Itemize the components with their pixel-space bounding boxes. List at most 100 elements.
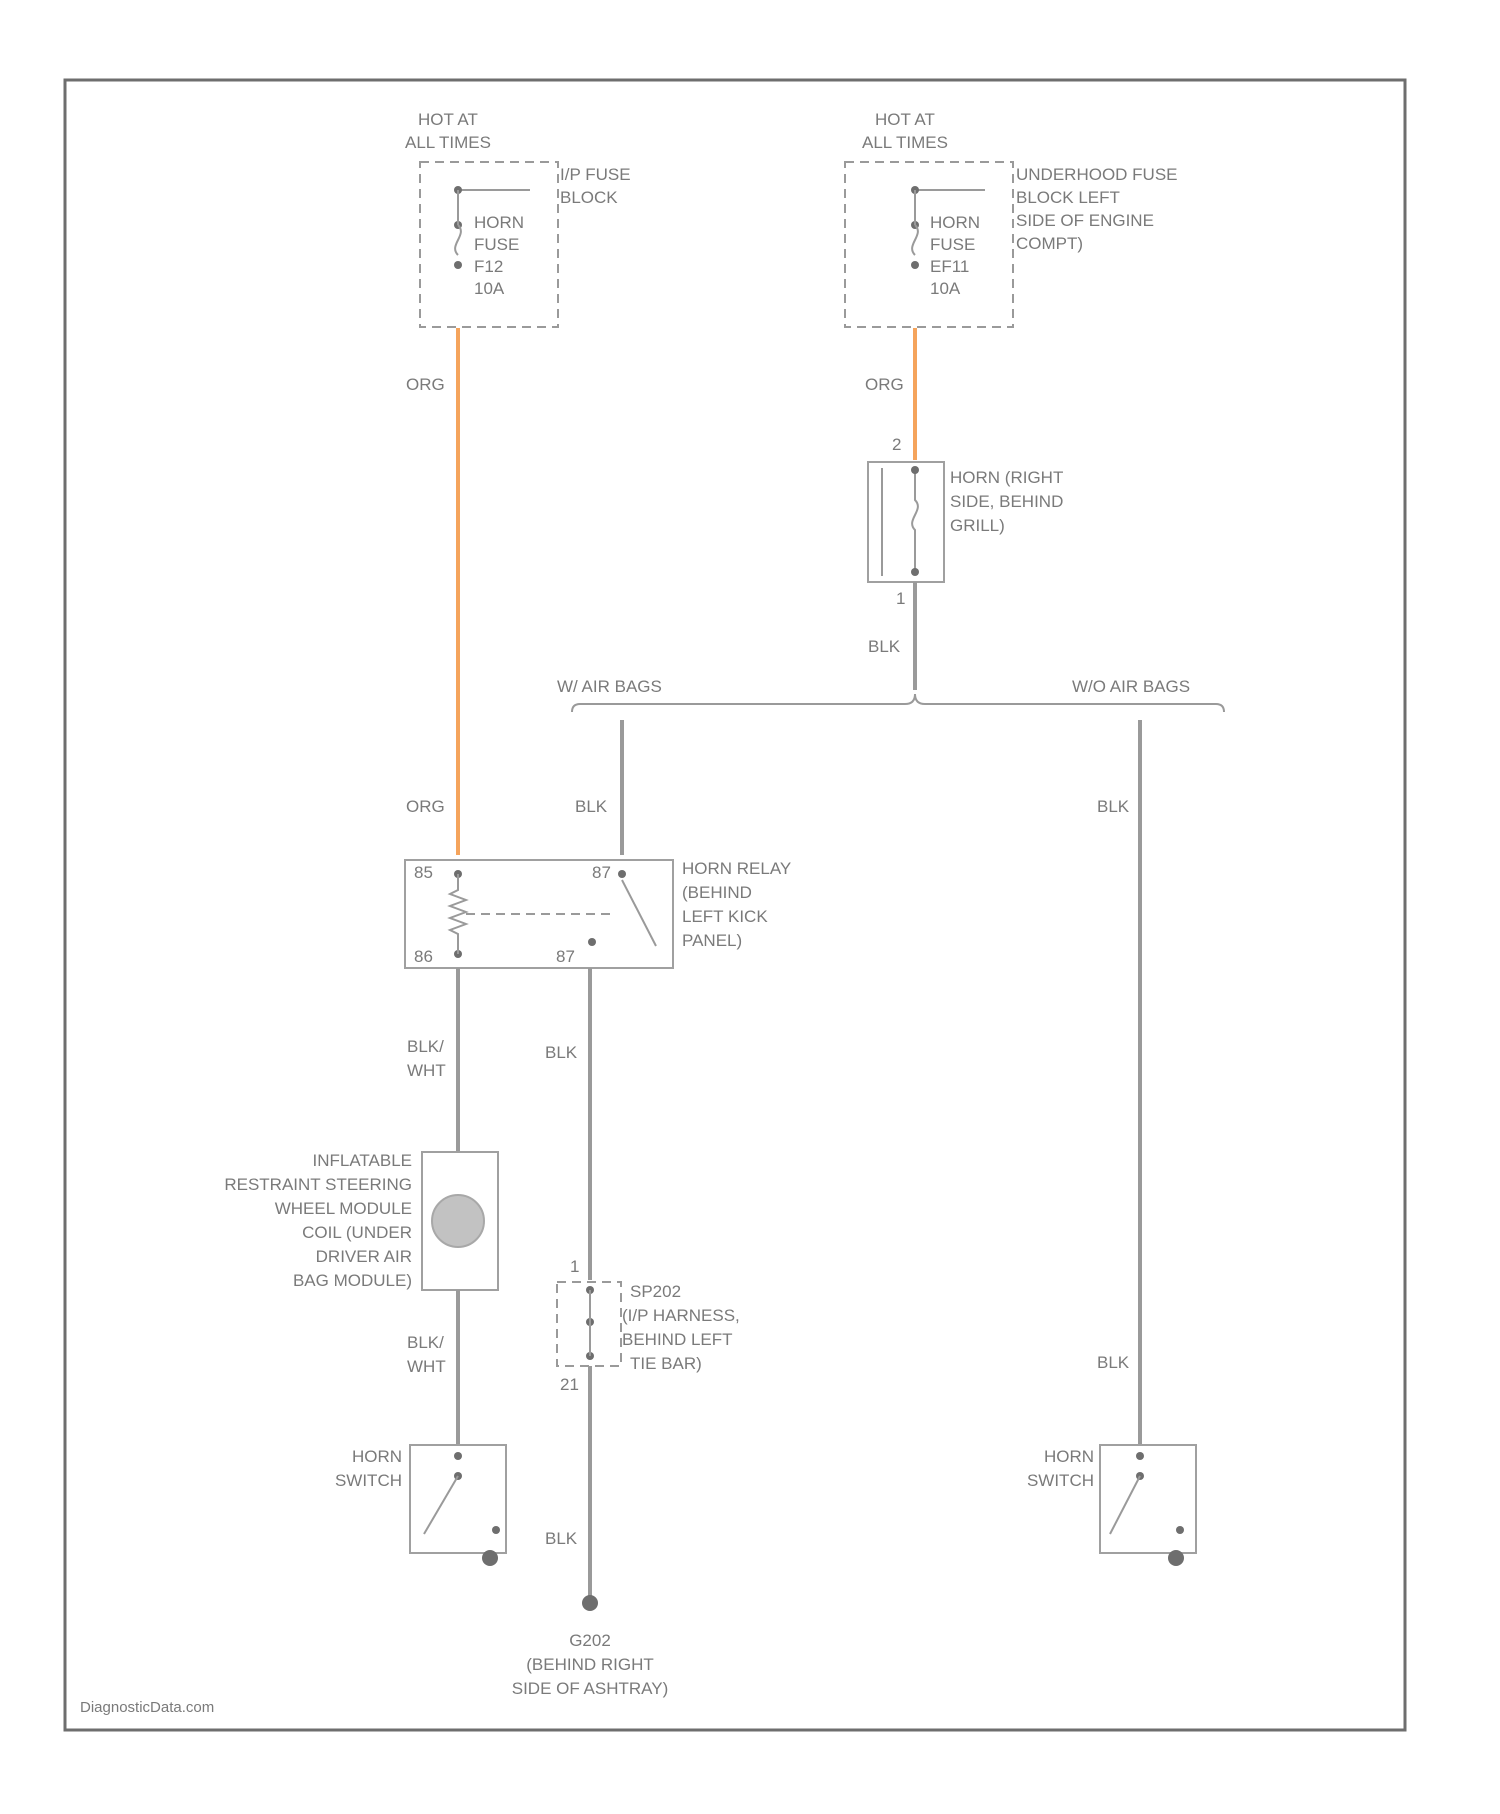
right-block-line4: COMPT)	[1016, 234, 1083, 253]
module-label-line3: WHEEL MODULE	[275, 1199, 412, 1218]
right-fuse-line3: EF11	[930, 257, 969, 276]
horn-label-line3: GRILL)	[950, 516, 1005, 535]
blkwht-top-line2: WHT	[407, 1061, 446, 1080]
airbag-with-label: W/ AIR BAGS	[557, 677, 662, 696]
right-block-line3: SIDE OF ENGINE	[1016, 211, 1154, 230]
left-fuse-group: HOT AT ALL TIMES I/P FUSE BLOCK HORN FUS…	[405, 110, 631, 327]
right-switch-arm	[1110, 1476, 1140, 1534]
splice-sp202: 1 21 SP202 (I/P HARNESS, BEHIND LEFT TIE…	[557, 1257, 740, 1394]
ground-blk-label: BLK	[545, 1529, 578, 1548]
relay-pin-87: 87	[592, 863, 611, 882]
ground-label-line2: (BEHIND RIGHT	[526, 1655, 654, 1674]
horn-label-line2: SIDE, BEHIND	[950, 492, 1063, 511]
right-org-label: ORG	[865, 375, 904, 394]
module-label-line6: BAG MODULE)	[293, 1271, 412, 1290]
relay-label-line1: HORN RELAY	[682, 859, 791, 878]
right-fuse-bottom-dot	[911, 261, 919, 269]
airbag-branch-bar	[572, 694, 1224, 712]
left-switch-ground-dot	[482, 1550, 498, 1566]
right-blk-label: BLK	[1097, 797, 1130, 816]
horn-coil	[912, 472, 918, 570]
module-label-line2: RESTRAINT STEERING	[224, 1175, 412, 1194]
horn-pin-bottom: 1	[896, 589, 905, 608]
relay-coil	[450, 874, 466, 954]
right-hot-line2: ALL TIMES	[862, 133, 948, 152]
left-switch-body	[410, 1445, 506, 1553]
airbag-without-label: W/O AIR BAGS	[1072, 677, 1190, 696]
left-switch-line2: SWITCH	[335, 1471, 402, 1490]
horn-pin-top: 2	[892, 435, 901, 454]
left-org-label: ORG	[406, 375, 445, 394]
diagram-frame	[65, 80, 1405, 1730]
splice-label-line4: TIE BAR)	[630, 1354, 702, 1373]
right-block-line2: BLOCK LEFT	[1016, 188, 1120, 207]
right-fuse-block-outline	[845, 162, 1013, 327]
relay-label-line3: LEFT KICK	[682, 907, 768, 926]
splice-label-line2: (I/P HARNESS,	[622, 1306, 740, 1325]
relay-out-blk-label: BLK	[545, 1043, 578, 1062]
relay-pin-85: 85	[414, 863, 433, 882]
module-label-line1: INFLATABLE	[312, 1151, 412, 1170]
right-blk-bottom-label: BLK	[1097, 1353, 1130, 1372]
relay-pin-86: 86	[414, 947, 433, 966]
left-switch-top-dot	[454, 1452, 462, 1460]
splice-pin-bottom: 21	[560, 1375, 579, 1394]
horn-label-line1: HORN (RIGHT	[950, 468, 1063, 487]
right-hot-line1: HOT AT	[875, 110, 935, 129]
relay-contact-arm	[622, 880, 656, 946]
left-hot-line1: HOT AT	[418, 110, 478, 129]
left-switch-line1: HORN	[352, 1447, 402, 1466]
watermark-text: DiagnosticData.com	[80, 1699, 214, 1716]
left-horn-switch: HORN SWITCH	[335, 1445, 506, 1566]
relay-org-label: ORG	[406, 797, 445, 816]
left-hot-line2: ALL TIMES	[405, 133, 491, 152]
horn-component: 2 HORN (RIGHT SIDE, BEHIND GRILL) 1	[868, 435, 1063, 608]
right-switch-top-dot	[1136, 1452, 1144, 1460]
right-switch-line2: SWITCH	[1027, 1471, 1094, 1490]
left-fuse-bottom-dot	[454, 261, 462, 269]
module-label-line5: DRIVER AIR	[316, 1247, 412, 1266]
horn-terminal-bottom	[911, 568, 919, 576]
module-label-line4: COIL (UNDER	[302, 1223, 412, 1242]
left-fuse-line2: FUSE	[474, 235, 519, 254]
ground-label-line1: G202	[569, 1631, 611, 1650]
relay-pin-87a: 87	[556, 947, 575, 966]
ground-label-line3: SIDE OF ASHTRAY)	[512, 1679, 669, 1698]
right-fuse-group: HOT AT ALL TIMES UNDERHOOD FUSE BLOCK LE…	[845, 110, 1178, 327]
left-switch-arm	[424, 1476, 458, 1534]
relay87-blk-label: BLK	[575, 797, 608, 816]
splice-label-line3: BEHIND LEFT	[622, 1330, 733, 1349]
right-fuse-line1: HORN	[930, 213, 980, 232]
right-fuse-line4: 10A	[930, 279, 961, 298]
relay-87a-dot	[588, 938, 596, 946]
right-switch-contact-dot	[1176, 1526, 1184, 1534]
relay-label-line2: (BEHIND	[682, 883, 752, 902]
horn-terminal-top	[911, 466, 919, 474]
relay-label-line4: PANEL)	[682, 931, 742, 950]
right-switch-body	[1100, 1445, 1196, 1553]
left-fuse-line3: F12	[474, 257, 503, 276]
left-fuse-line4: 10A	[474, 279, 505, 298]
left-fuse-line1: HORN	[474, 213, 524, 232]
left-block-line1: I/P FUSE	[560, 165, 631, 184]
module-coil-symbol	[432, 1195, 484, 1247]
relay-body	[405, 860, 673, 968]
right-switch-ground-dot	[1168, 1550, 1184, 1566]
steering-coil-module: INFLATABLE RESTRAINT STEERING WHEEL MODU…	[224, 1151, 498, 1290]
relay-87-dot	[618, 870, 626, 878]
blkwht-top-line1: BLK/	[407, 1037, 444, 1056]
horn-body	[868, 462, 944, 582]
splice-label-line1: SP202	[630, 1282, 681, 1301]
horn-blk-label: BLK	[868, 637, 901, 656]
left-block-line2: BLOCK	[560, 188, 618, 207]
blkwht-bottom-line1: BLK/	[407, 1333, 444, 1352]
right-fuse-line2: FUSE	[930, 235, 975, 254]
right-horn-switch: HORN SWITCH	[1027, 1445, 1196, 1566]
horn-relay: 85 86 87 87 HORN RELAY (BEHIND LEFT KICK…	[405, 859, 791, 968]
ground-g202-dot	[582, 1595, 598, 1611]
blkwht-bottom-line2: WHT	[407, 1357, 446, 1376]
right-block-line1: UNDERHOOD FUSE	[1016, 165, 1178, 184]
right-switch-line1: HORN	[1044, 1447, 1094, 1466]
splice-pin-top: 1	[570, 1257, 579, 1276]
